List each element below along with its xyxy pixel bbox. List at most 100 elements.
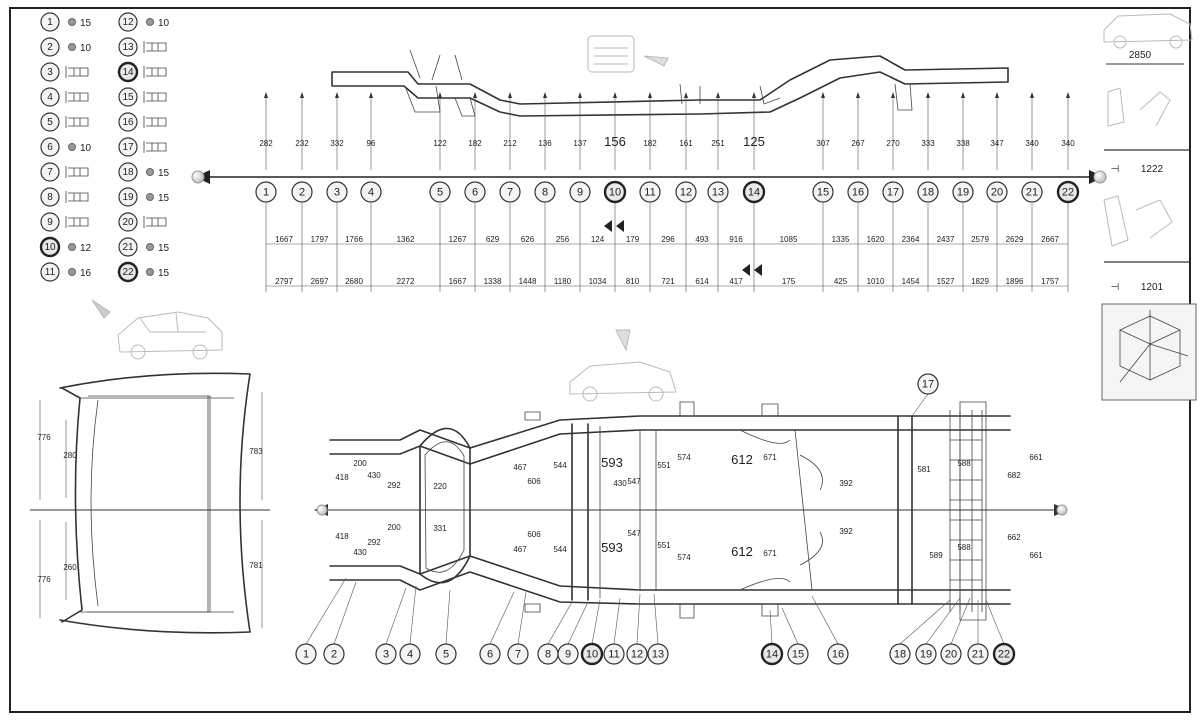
legend-item-17: 17	[118, 137, 167, 157]
top-dim-label: 292	[367, 538, 381, 547]
side-point-id: 16	[852, 187, 864, 199]
upper-dim-label: 629	[486, 235, 500, 244]
callout-id: 20	[945, 649, 957, 661]
callout-id: 1	[303, 649, 309, 661]
legend-spec-12: 10	[158, 18, 170, 29]
lower-dim-label: 1338	[484, 277, 502, 286]
side-point-id: 13	[712, 187, 724, 199]
legend-id-16: 16	[122, 117, 134, 128]
callout-6: 6	[479, 591, 515, 665]
callout-id: 21	[972, 649, 984, 661]
legend-item-16: 16	[118, 112, 167, 132]
top-dim-label: 612	[731, 544, 753, 559]
legend-spec-10: 12	[80, 243, 92, 254]
callout-id: 14	[766, 649, 778, 661]
height-label: 122	[433, 139, 447, 148]
legend-spec-22: 15	[158, 268, 170, 279]
lower-dim-label: 1034	[589, 277, 607, 286]
callout-17: 17	[911, 373, 939, 417]
top-dim-label: 331	[433, 524, 447, 533]
legend-spec-1: 15	[80, 18, 92, 29]
top-dim-label: 544	[553, 545, 567, 554]
side-point-id: 12	[680, 187, 692, 199]
side-point-id: 15	[817, 187, 829, 199]
callout-13: 13	[647, 593, 669, 665]
callout-id: 4	[407, 649, 413, 661]
front-right-dim: 781	[249, 561, 263, 570]
callout-19: 19	[915, 597, 961, 665]
height-label: 347	[990, 139, 1004, 148]
top-dim-label: 574	[677, 553, 691, 562]
top-dim-label: 200	[353, 459, 367, 468]
upper-dim-label: 2579	[971, 235, 989, 244]
front-left-dim: 776	[37, 575, 51, 584]
top-dim-label: 392	[839, 527, 853, 536]
top-dim-label: 430	[613, 479, 627, 488]
top-dim-label: 292	[387, 481, 401, 490]
legend-item-20: 20	[118, 212, 167, 232]
upper-dim-label: 2437	[937, 235, 955, 244]
legend-id-14: 14	[122, 67, 134, 78]
top-dim-label: 467	[513, 545, 527, 554]
pedal-sketch-bottom	[1103, 195, 1173, 247]
side-point-id: 11	[644, 187, 655, 199]
lower-dim-label: 1180	[554, 277, 572, 286]
legend-spec-11: 16	[80, 268, 92, 279]
callout-7: 7	[507, 591, 529, 665]
top-dim-label: 588	[957, 543, 971, 552]
front-right-dim: 783	[249, 447, 263, 456]
upper-dim-label: 1085	[780, 235, 798, 244]
legend-id-8: 8	[47, 192, 53, 203]
legend-id-6: 6	[47, 142, 53, 153]
side-point-id: 7	[507, 187, 513, 199]
legend-id-12: 12	[122, 17, 134, 28]
top-dim-label: 612	[731, 452, 753, 467]
callout-id: 2	[331, 649, 337, 661]
height-dim-a: 1222	[1141, 164, 1164, 175]
height-label: 137	[573, 139, 587, 148]
datum-marker-icon	[604, 220, 624, 232]
top-view-car-sketch	[569, 329, 677, 402]
height-label: 282	[259, 139, 273, 148]
callout-14: 14	[760, 609, 784, 666]
sheet-border	[9, 7, 1191, 713]
legend-spec-19: 15	[158, 193, 170, 204]
side-point-id: 8	[542, 187, 548, 199]
legend-spec-6: 10	[80, 143, 92, 154]
callout-id: 19	[920, 649, 932, 661]
lower-dim-label: 614	[695, 277, 709, 286]
bolt-icon	[65, 91, 89, 103]
lower-dim-label: 2697	[311, 277, 329, 286]
legend-id-9: 9	[47, 217, 53, 228]
top-dim-label: 589	[929, 551, 943, 560]
lower-dim-label: 1010	[867, 277, 885, 286]
top-dim-label: 467	[513, 463, 527, 472]
upper-dim-label: 2667	[1041, 235, 1059, 244]
top-dim-label: 606	[527, 530, 541, 539]
top-dim-label: 593	[601, 455, 623, 470]
top-dim-label: 671	[763, 549, 777, 558]
height-label: 161	[679, 139, 693, 148]
legend-id-17: 17	[122, 142, 134, 153]
top-dim-label: 547	[627, 529, 641, 538]
bolt-icon	[65, 166, 89, 178]
height-label: 338	[956, 139, 970, 148]
legend-item-8: 8	[40, 187, 89, 207]
legend-spec-21: 15	[158, 243, 170, 254]
callout-9: 9	[557, 601, 589, 665]
bolt-icon	[65, 116, 89, 128]
